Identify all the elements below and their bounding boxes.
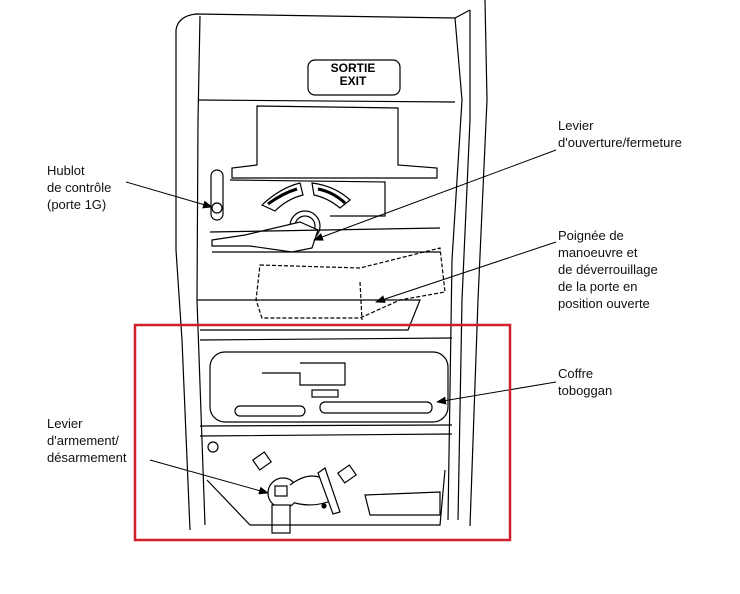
label-line: d'ouverture/fermeture [558, 135, 682, 150]
open-close-lever [211, 221, 319, 253]
label-line: toboggan [558, 383, 613, 398]
label-slide-bustle: Coffre toboggan [558, 365, 612, 399]
label-line: de la porte en [558, 279, 638, 294]
callout-arrow-arming-lever [149, 459, 269, 495]
label-line: Coffre [558, 366, 594, 381]
label-arming-lever: Levier d'armement/ désarmement [47, 415, 126, 466]
callout-arrow-open-lever [313, 149, 557, 241]
door-top-edge [175, 9, 471, 31]
callout-arrow-viewport [125, 181, 213, 209]
exit-sign: SORTIE EXIT [308, 62, 398, 88]
label-line: Levier [47, 416, 83, 431]
callout-arrow-slide-bustle [436, 381, 557, 405]
door-left-edge [175, 30, 191, 531]
label-line: d'armement/ [47, 433, 119, 448]
label-line: Poignée de [558, 228, 624, 243]
label-line: (porte 1G) [47, 197, 107, 212]
arming-lever [271, 504, 291, 534]
label-line: de déverrouillage [558, 262, 658, 277]
label-line: désarmement [47, 450, 127, 465]
exit-sign-line2: EXIT [339, 74, 367, 88]
viewport [211, 202, 223, 214]
label-line: position ouverte [558, 296, 650, 311]
label-line: Levier [558, 118, 594, 133]
exit-sign-line1: SORTIE [330, 61, 376, 75]
label-line: Hublot [47, 163, 85, 178]
highlight-box [133, 323, 512, 542]
exit-sign-frame [307, 59, 401, 96]
label-open-close-lever: Levier d'ouverture/fermeture [558, 117, 682, 151]
callout-arrow-assist-handle [375, 241, 557, 303]
label-line: de contrôle [47, 180, 112, 195]
label-assist-handle: Poignée de manoeuvre et de déverrouillag… [558, 227, 658, 312]
label-viewport: Hublot de contrôle (porte 1G) [47, 162, 111, 213]
viewport-slot [210, 169, 224, 221]
label-line: manoeuvre et [558, 245, 638, 260]
slide-bustle [209, 351, 449, 423]
